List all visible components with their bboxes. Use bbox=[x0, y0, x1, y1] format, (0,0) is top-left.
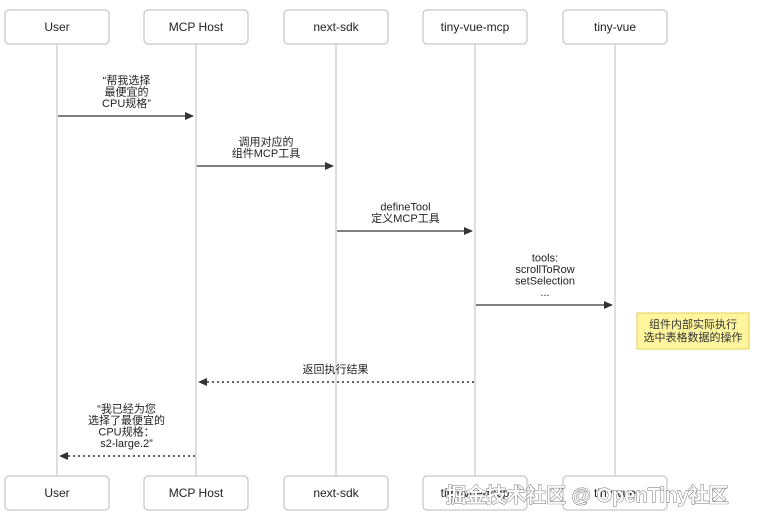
note-label: 组件内部实际执行 bbox=[649, 317, 737, 331]
message-label: CPU规格” bbox=[102, 96, 151, 110]
message-4: tools:scrollToRowsetSelection... bbox=[476, 253, 613, 309]
participant-label: User bbox=[44, 20, 69, 34]
message-label: “帮我选择 bbox=[103, 73, 151, 87]
message-label: 调用对应的 bbox=[239, 135, 294, 149]
participant-label: User bbox=[44, 486, 69, 500]
message-label: setSelection bbox=[515, 276, 575, 288]
participant-vue-top: tiny-vue bbox=[562, 9, 668, 45]
message-label: 最便宜的 bbox=[105, 85, 149, 99]
message-5: 返回执行结果 bbox=[198, 362, 474, 386]
watermark-text: 掘金技术社区 @ OpenTiny社区 bbox=[446, 483, 728, 507]
message-label: “我已经为您 bbox=[97, 403, 156, 416]
message-label: 定义MCP工具 bbox=[371, 211, 439, 225]
participant-label: tiny-vue-mcp bbox=[441, 486, 510, 500]
participant-label: next-sdk bbox=[313, 20, 359, 34]
participant-user-bottom: User bbox=[4, 475, 110, 511]
participant-label: MCP Host bbox=[169, 486, 224, 500]
participant-host-bottom: MCP Host bbox=[143, 475, 249, 511]
note-label: 选中表格数据的操作 bbox=[644, 330, 743, 344]
participant-label: MCP Host bbox=[169, 20, 224, 34]
message-label: defineTool bbox=[380, 202, 430, 214]
message-label: s2-large.2” bbox=[100, 438, 153, 450]
participant-mcp-bottom: tiny-vue-mcp bbox=[422, 475, 528, 511]
message-label: 选择了最便宜的 bbox=[88, 413, 165, 427]
message-label: tools: bbox=[532, 253, 558, 265]
message-label: 返回执行结果 bbox=[303, 362, 369, 376]
message-label: 组件MCP工具 bbox=[232, 146, 300, 160]
participant-host-top: MCP Host bbox=[143, 9, 249, 45]
message-label: scrollToRow bbox=[515, 264, 574, 276]
participant-label: tiny-vue bbox=[594, 486, 636, 500]
participant-vue-bottom: tiny-vue bbox=[562, 475, 668, 511]
participant-mcp-top: tiny-vue-mcp bbox=[422, 9, 528, 45]
participant-sdk-top: next-sdk bbox=[283, 9, 389, 45]
message-label: ... bbox=[540, 287, 549, 299]
participant-user-top: User bbox=[4, 9, 110, 45]
message-label: CPU规格： bbox=[98, 425, 154, 439]
participant-label: next-sdk bbox=[313, 486, 359, 500]
participant-label: tiny-vue bbox=[594, 20, 636, 34]
participant-sdk-bottom: next-sdk bbox=[283, 475, 389, 511]
participant-label: tiny-vue-mcp bbox=[441, 20, 510, 34]
